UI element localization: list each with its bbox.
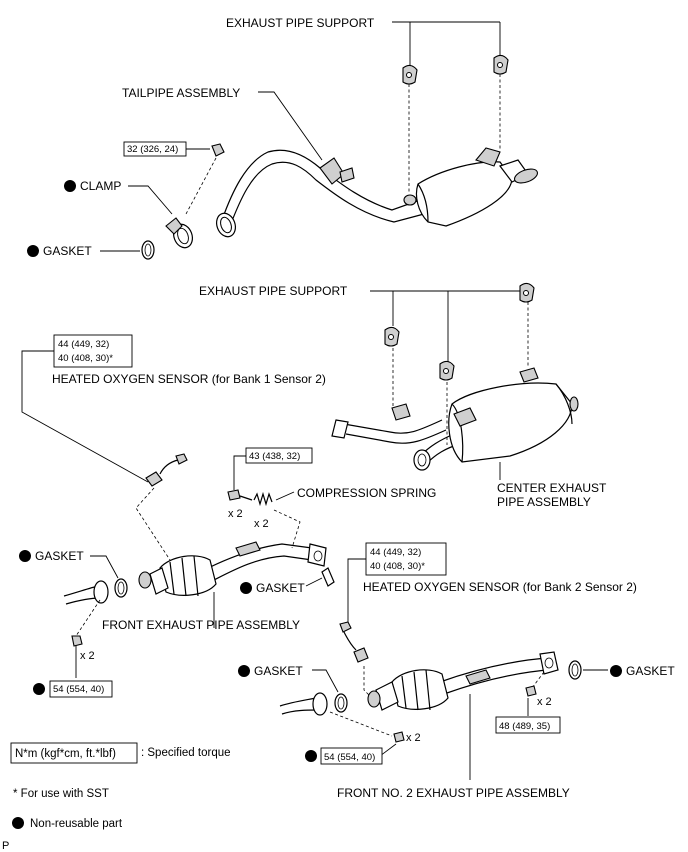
o2-bank1-torque-line2: 40 (408, 30)* (58, 353, 113, 364)
tailpipe-assembly-label: TAILPIPE ASSEMBLY (122, 86, 240, 100)
spring-bolt-torque-value: 43 (438, 32) (249, 451, 300, 462)
no2-right-bolt: x 2 (525, 671, 552, 716)
exhaust-pipe-support-mid-2 (439, 360, 455, 445)
center-exhaust-pipe-label-line2: PIPE ASSEMBLY (497, 495, 591, 509)
spring-bolt: x 2 (227, 489, 253, 520)
exhaust-pipe-support-mid-1 (384, 326, 400, 410)
front-nut-torque: 54 (554, 40) (33, 680, 113, 698)
exhaust-pipe-support-top-label: EXHAUST PIPE SUPPORT (226, 16, 375, 30)
spring-bolt-qty: x 2 (228, 508, 243, 520)
no2-right-bolt-qty: x 2 (537, 696, 552, 708)
legend-torque-unit: N*m (kgf*cm, ft.*lbf) (15, 748, 116, 760)
tailpipe-assembly (215, 147, 539, 238)
gasket-front-left-label: GASKET (35, 549, 84, 563)
gasket-front-mid-label: GASKET (256, 581, 305, 595)
nonreusable-mark-icon (305, 750, 317, 762)
gasket-no2-left-label: GASKET (254, 664, 303, 678)
front-exhaust-pipe-assembly (138, 541, 327, 597)
clamp-callout: CLAMP (64, 179, 173, 215)
nonreusable-mark-icon (19, 550, 31, 562)
o2-bank1-torque-line1: 44 (449, 32) (58, 339, 109, 350)
clamp-bolt-torque: 32 (326, 24) (123, 141, 225, 215)
nonreusable-mark-icon (610, 665, 622, 677)
o2-bank2-callout: HEATED OXYGEN SENSOR (for Bank 2 Sensor … (347, 558, 637, 628)
no2-right-bolt-torque-value: 48 (489, 35) (499, 721, 550, 732)
gasket-tail-label: GASKET (43, 244, 92, 258)
gasket-no2-left-callout: GASKET (238, 664, 348, 713)
o2-bank2-torque: 44 (449, 32) 40 (408, 30)* (365, 542, 447, 576)
nonreusable-mark-icon (240, 582, 252, 594)
front-no2-exhaust-pipe-label: FRONT NO. 2 EXHAUST PIPE ASSEMBLY (337, 786, 570, 800)
center-exhaust-pipe-callout: CENTER EXHAUST PIPE ASSEMBLY (497, 462, 607, 509)
clamp (165, 217, 194, 249)
compression-spring: x 2 COMPRESSION SPRING (253, 486, 436, 549)
o2-sensor-bank1 (135, 453, 188, 561)
gasket-tail-callout: GASKET (27, 240, 155, 260)
no2-nut-torque-value: 54 (554, 40) (324, 752, 375, 763)
legend: N*m (kgf*cm, ft.*lbf) : Specified torque… (2, 742, 231, 852)
manifold-stub-left (63, 580, 109, 637)
exhaust-pipe-support-top-callout: EXHAUST PIPE SUPPORT (226, 16, 501, 66)
o2-bank2-torque-line2: 40 (408, 30)* (370, 561, 425, 572)
front-exhaust-pipe-callout: FRONT EXHAUST PIPE ASSEMBLY (102, 592, 300, 632)
clamp-bolt-torque-value: 32 (326, 24) (127, 144, 178, 155)
front-exhaust-pipe-label: FRONT EXHAUST PIPE ASSEMBLY (102, 618, 300, 632)
no2-nut-torque: 54 (554, 40) (305, 747, 383, 765)
nonreusable-mark-icon (33, 683, 45, 695)
center-exhaust-pipe-label-line1: CENTER EXHAUST (497, 481, 607, 495)
no2-right-bolt-torque: 48 (489, 35) (495, 716, 561, 734)
center-exhaust-pipe-assembly (331, 367, 579, 471)
gasket-front-mid-callout: GASKET (240, 567, 335, 595)
front-no2-exhaust-pipe-assembly (367, 651, 559, 711)
o2-bank2-torque-line1: 44 (449, 32) (370, 547, 421, 558)
o2-bank1-callout: HEATED OXYGEN SENSOR (for Bank 1 Sensor … (21, 350, 326, 483)
o2-bank1-torque: 44 (449, 32) 40 (408, 30)* (53, 334, 133, 368)
clamp-label: CLAMP (80, 179, 121, 193)
compression-spring-qty: x 2 (254, 518, 269, 530)
nonreusable-mark-icon (238, 665, 250, 677)
legend-sst-note: * For use with SST (13, 788, 109, 800)
exhaust-pipe-support-top-right (493, 54, 509, 150)
no2-nut-qty: x 2 (406, 732, 421, 744)
gasket-front-left-callout: GASKET (19, 549, 128, 598)
legend-torque-desc: : Specified torque (141, 747, 231, 759)
nonreusable-mark-icon (64, 180, 76, 192)
o2-bank1-label: HEATED OXYGEN SENSOR (for Bank 1 Sensor … (52, 372, 326, 386)
exhaust-pipe-support-mid-callout: EXHAUST PIPE SUPPORT (199, 284, 520, 362)
exhaust-pipe-support-mid-label: EXHAUST PIPE SUPPORT (199, 284, 348, 298)
front-nut-torque-value: 54 (554, 40) (53, 684, 104, 695)
exhaust-pipe-support-mid-3 (519, 282, 535, 368)
no2-nut: x 2 (379, 731, 421, 757)
gasket-no2-right-label: GASKET (626, 664, 675, 678)
o2-sensor-bank2 (339, 621, 375, 701)
tailpipe-assembly-callout: TAILPIPE ASSEMBLY (122, 86, 323, 161)
front-nut: x 2 (71, 635, 95, 678)
corner-letter: P (2, 840, 9, 852)
spring-bolt-torque: 43 (438, 32) (233, 447, 313, 490)
front-no2-exhaust-pipe-callout: FRONT NO. 2 EXHAUST PIPE ASSEMBLY (337, 694, 570, 800)
exhaust-pipe-support-top-left (402, 64, 418, 192)
nonreusable-mark-icon (27, 245, 39, 257)
manifold-stub-right (279, 692, 393, 737)
nonreusable-mark-icon (12, 817, 24, 829)
front-nut-qty: x 2 (80, 650, 95, 662)
compression-spring-label: COMPRESSION SPRING (297, 486, 436, 500)
o2-bank2-label: HEATED OXYGEN SENSOR (for Bank 2 Sensor … (363, 580, 637, 594)
legend-nonreusable: Non-reusable part (30, 818, 123, 830)
gasket-no2-right-callout: GASKET (568, 660, 675, 680)
